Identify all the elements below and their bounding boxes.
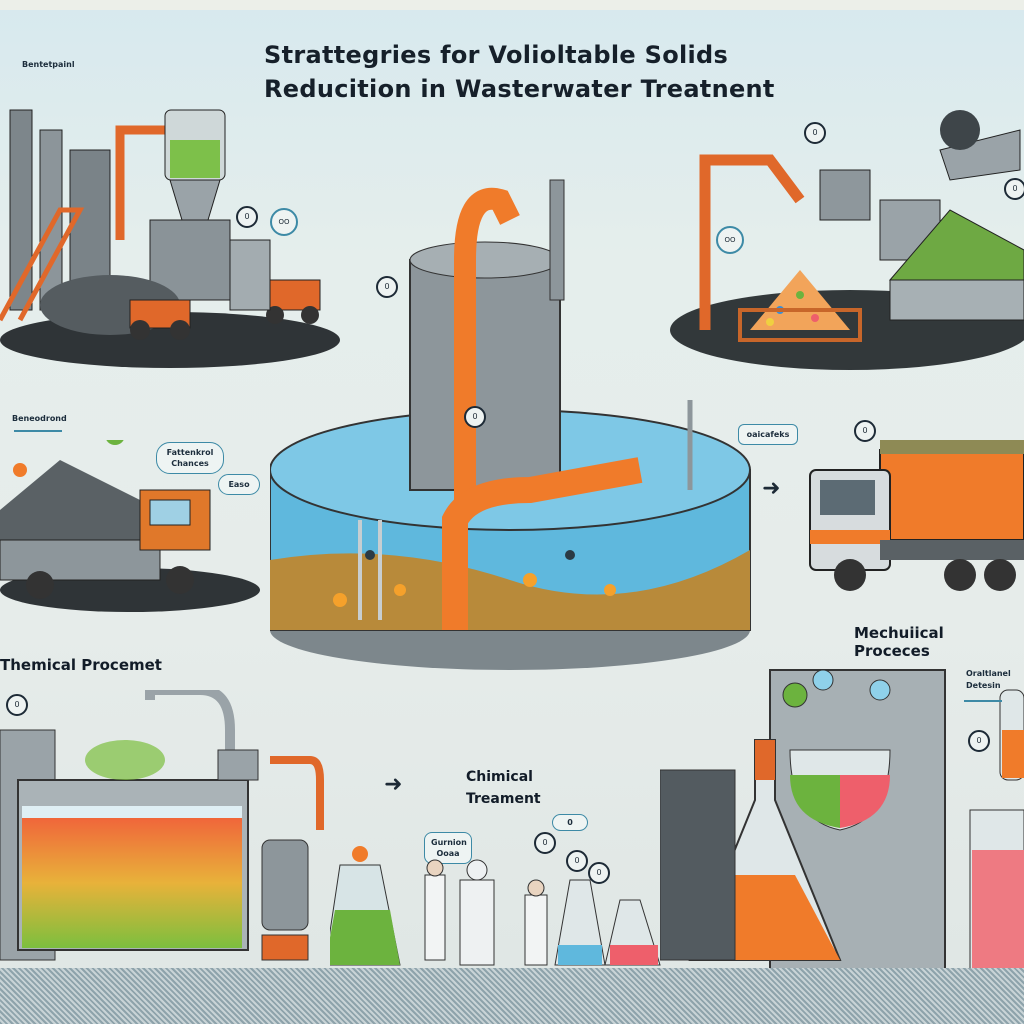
pink-liquid — [840, 775, 890, 828]
orange-flow-inlet — [454, 187, 520, 500]
scientist-figure — [424, 874, 446, 961]
conveyor-chute — [939, 129, 1021, 181]
orange-pipe — [699, 154, 805, 330]
label-underline — [964, 700, 1002, 702]
dump-truck-right-illustration — [809, 440, 1024, 591]
clarifier-tank-illustration — [270, 179, 751, 670]
colorful-granule-pile — [750, 270, 850, 330]
pump-unit — [261, 839, 309, 931]
scientist-figure — [459, 879, 495, 966]
mid-left-label: Beneodrond — [12, 414, 67, 423]
chemical-dosing-tank-illustration — [0, 690, 324, 961]
marker-circle: 0 — [854, 420, 876, 442]
inlet-pipe — [549, 179, 565, 301]
wheel — [26, 571, 54, 599]
wheel — [834, 559, 866, 591]
orange-flow-channel — [442, 457, 643, 630]
top-left-label: Bentetpainl — [22, 60, 75, 69]
marker-circle: 0 — [566, 850, 588, 872]
arrow-right-icon: ➜ — [762, 476, 781, 501]
windshield — [820, 480, 875, 515]
orange-bubble — [352, 846, 368, 862]
marker-circle: 0 — [464, 406, 486, 428]
gauge — [782, 682, 808, 708]
lab-flasks-and-scientists-illustration — [330, 846, 661, 966]
marker-circle: 0 — [6, 694, 28, 716]
foam-layer — [22, 806, 242, 818]
marker-circle: 0 — [1004, 178, 1024, 200]
floor-strip — [0, 968, 1024, 1024]
pink-solution — [972, 850, 1024, 968]
cab-stripe — [810, 530, 890, 544]
marker-circle: 0 — [804, 122, 826, 144]
wheel — [984, 559, 1016, 591]
green-powder-dosing — [85, 740, 165, 780]
callout-pill: Fattenkrol Chances — [156, 442, 224, 474]
smokestack — [9, 109, 33, 311]
flask-stopper — [755, 740, 775, 780]
lab-panel-label-line-1: Oraltlanel — [966, 669, 1011, 678]
callout-circle: OO — [716, 226, 744, 254]
wheel — [301, 306, 319, 324]
lab-panel-label-line-2: Detesin — [966, 681, 1001, 690]
scaffold-structure — [660, 769, 736, 961]
section-label-thermal: Themical Procemet — [0, 656, 162, 674]
pump-base — [261, 934, 309, 961]
top-border — [0, 0, 1024, 10]
callout-pill-small: 0 — [552, 814, 588, 831]
marker-circle: 0 — [588, 862, 610, 884]
overhead-pipe — [145, 690, 235, 750]
orange-bin — [738, 308, 862, 342]
tank-liquid-gradient — [22, 818, 242, 948]
wheel — [170, 320, 190, 340]
section-label-chemical: Chimical Treament — [466, 766, 541, 810]
wheel — [130, 320, 150, 340]
title-line-1: Strattegries for Volioltable Solids — [264, 41, 729, 69]
load-top — [880, 440, 1024, 454]
compost-container — [889, 279, 1024, 321]
title-line-2: Reducition in Wasterwater Treatnent — [264, 75, 775, 103]
arrow-right-icon: ➜ — [384, 772, 403, 797]
industrial-plant-illustration — [0, 109, 340, 368]
marker-circle: 0 — [968, 730, 990, 752]
grinder-box — [819, 169, 871, 221]
side-tank — [229, 239, 271, 311]
dump-truck-illustration — [0, 440, 260, 612]
smokestack — [39, 129, 63, 311]
green-liquid — [170, 140, 220, 178]
gauge — [869, 679, 891, 701]
section-label-mechanical: Mechuiical Proceces — [854, 624, 944, 660]
lab-control-panel-illustration — [660, 669, 1024, 970]
marker-circle: 0 — [534, 832, 556, 854]
callout-pill: oaicafeks — [738, 424, 798, 445]
gear-grinder — [940, 110, 980, 150]
marker-circle: 0 — [236, 206, 258, 228]
truck-bed — [0, 539, 161, 581]
pump-head — [217, 749, 259, 781]
wheel — [944, 559, 976, 591]
conveyor-belt — [0, 207, 85, 322]
chemical-label-line-1: Chimical — [466, 769, 533, 785]
truck-container — [879, 449, 1024, 541]
scientist-figure — [524, 894, 548, 966]
lab-panel-label: Oraltlanel Detesin — [966, 668, 1011, 692]
green-liquid — [790, 775, 840, 828]
sludge-layer — [270, 550, 750, 630]
callout-pill-small: Easo — [218, 474, 260, 495]
callout-pill: Gurnion Ooaa — [424, 832, 472, 864]
wheel — [166, 566, 194, 594]
callout-circle: OO — [270, 208, 298, 236]
marker-circle: 0 — [376, 276, 398, 298]
chassis — [880, 540, 1024, 560]
orange-pipe — [270, 756, 324, 830]
chemical-label-line-2: Treament — [466, 791, 541, 807]
column-top — [409, 241, 561, 279]
infographic-title: Strattegries for Volioltable Solids Redu… — [264, 38, 784, 106]
green-solution — [330, 910, 400, 965]
gauge — [812, 669, 834, 691]
cab-window — [149, 499, 191, 526]
central-column — [409, 259, 561, 491]
label-underline — [14, 430, 62, 432]
mechanical-sorting-illustration — [670, 110, 1024, 370]
